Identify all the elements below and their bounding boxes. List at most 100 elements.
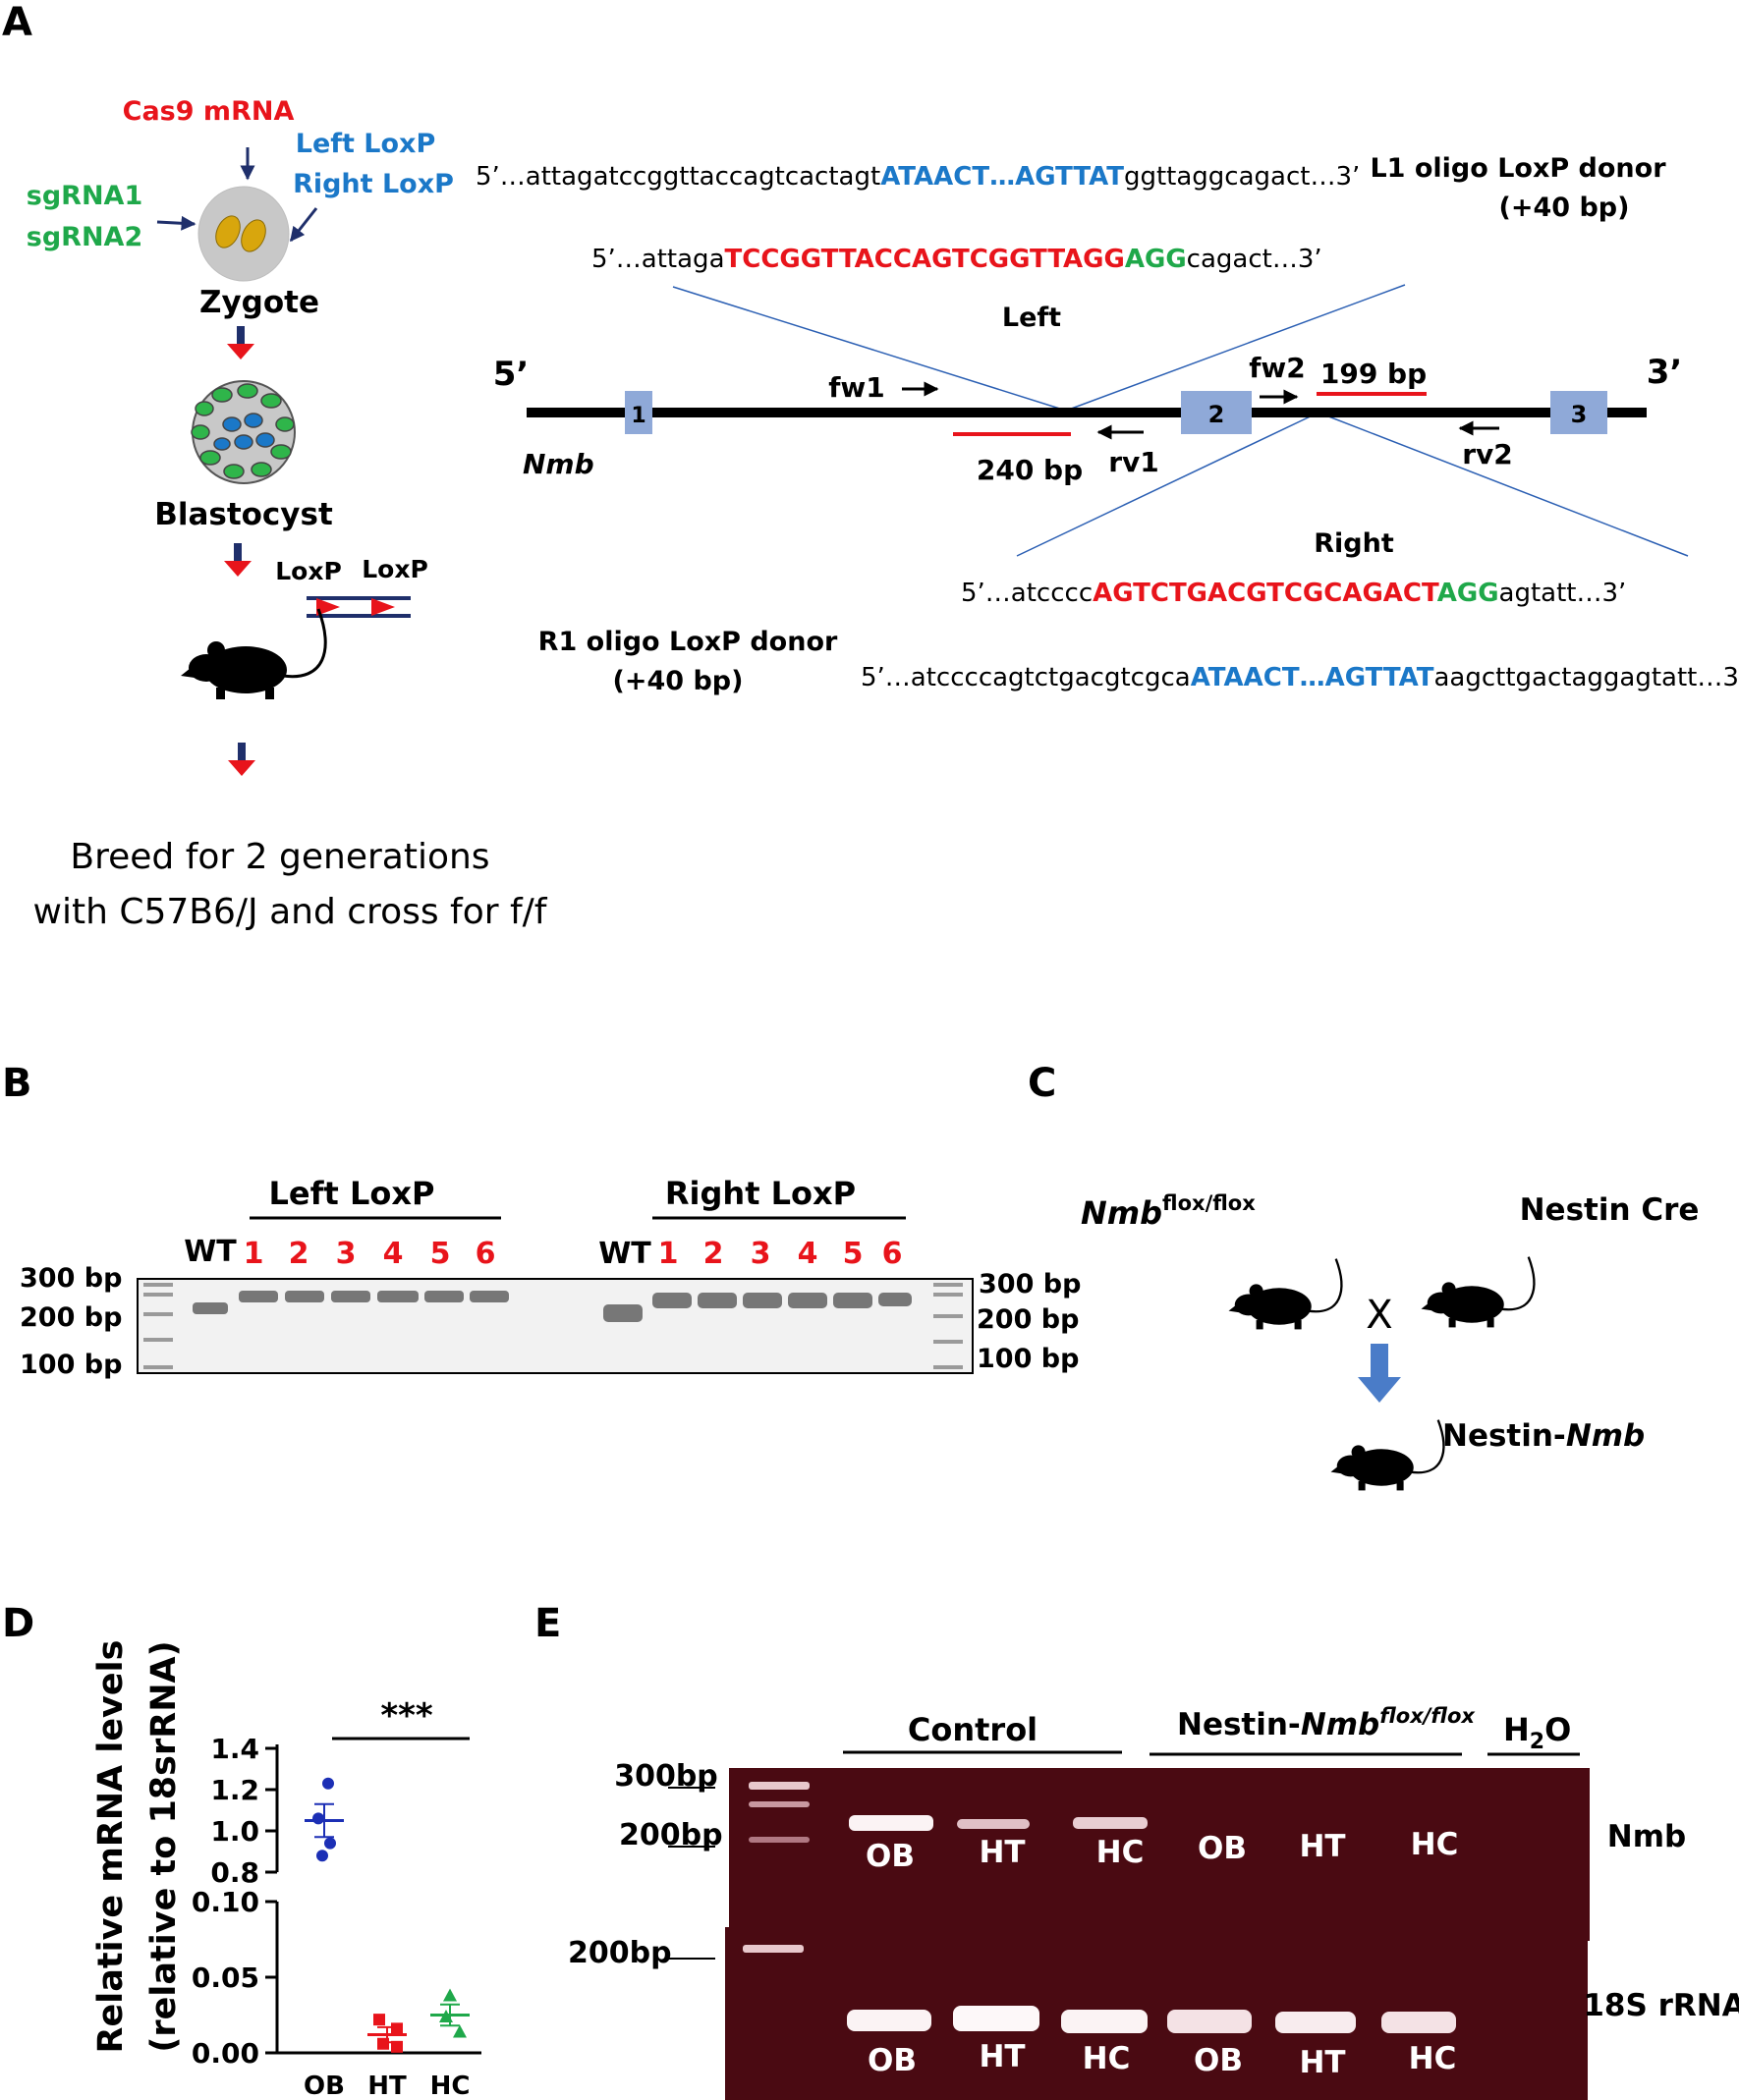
loxp-arrow — [289, 207, 318, 243]
data-point — [324, 1837, 336, 1850]
zygote-label: Zygote — [199, 285, 319, 320]
right-lane-label: 5 — [843, 1237, 864, 1271]
left-loxp-label: Left LoxP — [296, 129, 436, 159]
y-axis-label-line2: (relative to 18srRNA) — [144, 1640, 184, 2052]
panel-label-d: D — [2, 1601, 34, 1646]
nmb-lane-label: HC — [1096, 1835, 1145, 1870]
left-lane-label: 6 — [476, 1237, 496, 1271]
five-prime-label: 5’ — [493, 355, 530, 394]
svg-text:2: 2 — [1208, 401, 1225, 428]
left-target-sequence: 5’…attagaTCCGGTTACCAGTCGGTTAGGAGGcagact…… — [591, 245, 1322, 274]
data-point — [312, 1812, 324, 1825]
breed-text-line1: Breed for 2 generations — [70, 837, 489, 877]
y-tick-label: 0.8 — [210, 1856, 259, 1889]
nmb-lane-label: HT — [979, 1835, 1025, 1870]
donor-sequence-bottom: 5’…atccccagtctgacgtcgcaATAACT…AGTTATaagc… — [861, 663, 1739, 692]
cre-mouse-icon — [1420, 1255, 1536, 1329]
sgrna2-label: sgRNA2 — [27, 222, 142, 252]
rrna-ladder-200: 200bp — [568, 1936, 672, 1970]
cross-symbol: X — [1366, 1293, 1392, 1338]
exon-2: 2 — [1181, 391, 1252, 434]
y-tick-label: 1.0 — [210, 1815, 259, 1848]
loxp-construct-icon — [307, 596, 411, 618]
x-tick-label: HT — [367, 2072, 407, 2100]
amplicon-199-label: 199 bp — [1320, 358, 1427, 390]
l1-donor-label-line2: (+40 bp) — [1499, 193, 1630, 223]
fw1-label: fw1 — [828, 371, 885, 404]
right-loxp-label: Right LoxP — [293, 169, 454, 199]
rrna-lane-label: OB — [1194, 2043, 1243, 2078]
y-axis-label-line1: Relative mRNA levels — [91, 1640, 131, 2054]
sgrna1-label: sgRNA1 — [27, 181, 142, 211]
down-arrow-2 — [224, 543, 252, 577]
right-target-sequence: 5’…atccccAGTCTGACGTCGCAGACTAGGagtatt…3’ — [961, 579, 1626, 608]
data-point — [316, 1850, 328, 1862]
left-label: Left — [1002, 303, 1061, 333]
nmb-lane-label: OB — [866, 1839, 915, 1874]
svg-text:3: 3 — [1571, 401, 1588, 428]
founder-mouse-icon — [179, 607, 327, 701]
nmb-lane-label: OB — [1198, 1831, 1247, 1866]
right-loxp-title: Right LoxP — [665, 1175, 856, 1212]
y-tick-label: 1.2 — [210, 1774, 259, 1806]
offspring-mouse-icon — [1329, 1418, 1445, 1492]
x-tick-label: OB — [304, 2072, 345, 2100]
rrna-gel — [725, 1927, 1588, 2100]
nmb-gel-label: Nmb — [1607, 1819, 1686, 1854]
down-arrow-3 — [228, 743, 255, 776]
loxp-label-2: LoxP — [362, 555, 428, 583]
flox-mouse-icon — [1227, 1257, 1343, 1331]
significance-stars: *** — [380, 1696, 433, 1736]
rv1-label: rv1 — [1108, 446, 1159, 478]
y-tick-label: 0.00 — [192, 2037, 259, 2070]
panel-label-e: E — [534, 1601, 561, 1646]
amplicon-240-label: 240 bp — [977, 454, 1083, 486]
three-prime-label: 3’ — [1647, 353, 1683, 392]
exon-3: 3 — [1550, 391, 1607, 434]
y-tick-label: 1.4 — [210, 1733, 259, 1765]
right-lane-label: 3 — [751, 1237, 771, 1271]
ladder-right-300: 300 bp — [979, 1269, 1081, 1299]
nestin-group-label: Nestin-Nmbflox/flox — [1177, 1704, 1476, 1742]
r1-donor-label-line1: R1 oligo LoxP donor — [538, 627, 838, 657]
pcr-gel-b — [137, 1278, 974, 1374]
cross-result-arrow — [1358, 1344, 1401, 1403]
rrna-lane-label: HC — [1409, 2041, 1457, 2076]
exon-1: 1 — [625, 391, 652, 434]
l1-donor-label-line1: L1 oligo LoxP donor — [1370, 153, 1666, 184]
left-lane-label: 1 — [244, 1237, 264, 1271]
data-point — [373, 2014, 385, 2026]
panel-label-a: A — [2, 0, 32, 45]
data-point — [443, 1988, 457, 2002]
svg-text:1: 1 — [631, 404, 645, 428]
data-point — [322, 1777, 334, 1790]
right-wt-lane-label: WT — [598, 1237, 651, 1271]
rrna-lane-label: HT — [979, 2039, 1025, 2074]
ladder-left-300: 300 bp — [20, 1263, 122, 1294]
left-lane-label: 2 — [289, 1237, 309, 1271]
nmb-lane-label: HC — [1411, 1827, 1459, 1862]
nestin-cre-label: Nestin Cre — [1520, 1192, 1700, 1228]
down-arrow-1 — [227, 326, 254, 359]
right-lane-label: 1 — [658, 1237, 679, 1271]
nmb-flox-parent-label: Nmbflox/flox — [1081, 1191, 1256, 1232]
left-lane-label: 4 — [383, 1237, 404, 1271]
ladder-left-100: 100 bp — [20, 1350, 122, 1380]
zygote-icon — [197, 186, 290, 282]
right-label: Right — [1314, 528, 1394, 559]
nmb-gel — [729, 1768, 1590, 1941]
rrna-lane-label: OB — [868, 2043, 917, 2078]
r1-donor-label-line2: (+40 bp) — [613, 666, 744, 696]
rv2-label: rv2 — [1462, 438, 1513, 470]
y-tick-label: 0.05 — [192, 1962, 259, 1994]
cas9-label: Cas9 mRNA — [123, 96, 295, 127]
data-point — [453, 2024, 467, 2038]
offspring-label: Nestin-Nmb — [1442, 1418, 1645, 1454]
fw2-label: fw2 — [1249, 352, 1306, 384]
blastocyst-label: Blastocyst — [154, 497, 333, 532]
